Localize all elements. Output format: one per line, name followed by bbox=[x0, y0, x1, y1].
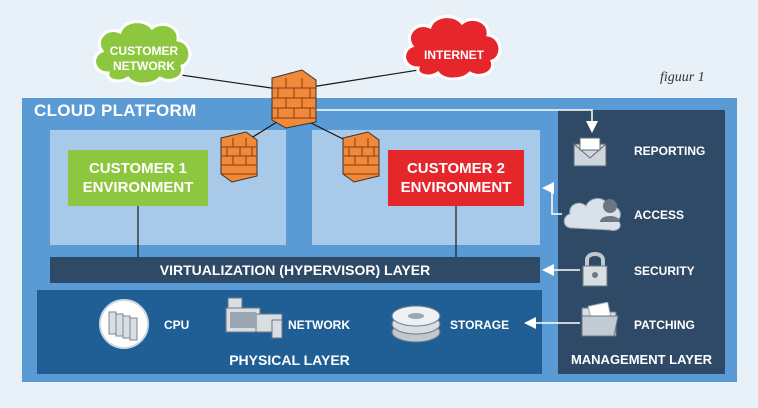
main-firewall-icon bbox=[271, 69, 317, 129]
cpu-label: CPU bbox=[164, 318, 190, 332]
cpu-icon bbox=[99, 299, 149, 349]
storage-label: STORAGE bbox=[450, 318, 510, 332]
reporting-label: REPORTING bbox=[634, 144, 706, 158]
internet-label: INTERNET bbox=[424, 48, 484, 62]
access-label: ACCESS bbox=[634, 208, 685, 222]
patching-label: PATCHING bbox=[634, 318, 695, 332]
patching-folder-icon bbox=[581, 302, 619, 337]
customer1-environment-label: CUSTOMER 1 ENVIRONMENT bbox=[68, 150, 208, 206]
customer-network-label: CUSTOMER NETWORK bbox=[109, 44, 179, 73]
storage-icon bbox=[391, 305, 441, 343]
network-label: NETWORK bbox=[288, 318, 350, 332]
figure-caption: figuur 1 bbox=[660, 70, 705, 85]
security-lock-icon bbox=[582, 252, 608, 287]
customer2-environment-label: CUSTOMER 2 ENVIRONMENT bbox=[388, 150, 524, 206]
customer1-firewall-icon bbox=[220, 131, 258, 183]
internet-cloud-icon bbox=[403, 15, 502, 80]
customer2-firewall-icon bbox=[342, 131, 380, 183]
access-cloud-icon bbox=[563, 198, 621, 231]
reporting-envelope-icon bbox=[573, 137, 607, 167]
network-icon bbox=[225, 297, 283, 339]
security-label: SECURITY bbox=[634, 264, 695, 278]
customer-network-cloud-icon bbox=[93, 20, 192, 86]
platform-title: CLOUD PLATFORM bbox=[34, 101, 197, 120]
physical-layer-title: PHYSICAL LAYER bbox=[229, 352, 350, 368]
virtualization-layer: VIRTUALIZATION (HYPERVISOR) LAYER bbox=[50, 257, 540, 283]
management-layer-title: MANAGEMENT LAYER bbox=[570, 352, 713, 367]
